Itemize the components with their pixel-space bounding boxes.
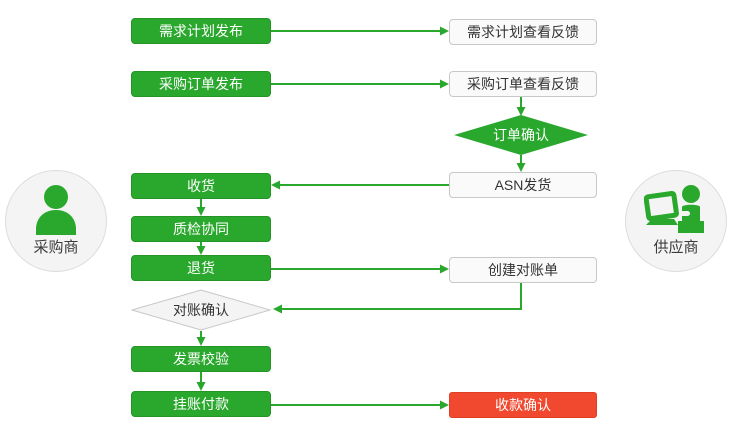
- node-demand-publish: 需求计划发布: [131, 18, 271, 44]
- connector-receive-down: [196, 199, 206, 216]
- node-payment: 挂账付款: [131, 391, 271, 417]
- connector-asn-receive: [271, 180, 449, 190]
- supplier-actor: 供应商: [625, 170, 727, 272]
- connector-po-feedback-down: [516, 97, 526, 116]
- connector-recon-down: [196, 331, 206, 346]
- node-create-statement: 创建对账单: [449, 257, 597, 283]
- connector-statement-recon: [273, 283, 522, 314]
- supplier-laptop-person-icon: [644, 185, 704, 233]
- order-confirm-label: 订单确认: [493, 127, 549, 143]
- connector-po: [271, 79, 449, 89]
- order-diamond-shape: [454, 115, 588, 155]
- supplier-label: 供应商: [653, 239, 699, 256]
- node-quality-check: 质检协同: [131, 216, 271, 242]
- buyer-label: 采购商: [33, 239, 79, 256]
- node-receipt-confirm: 收款确认: [449, 392, 597, 418]
- node-asn-ship: ASN发货: [449, 172, 597, 198]
- buyer-actor: 采购商: [5, 170, 107, 272]
- connector-return-statement: [271, 264, 449, 274]
- node-receive: 收货: [131, 173, 271, 199]
- connector-quality-down: [196, 242, 206, 255]
- node-return-goods: 退货: [131, 255, 271, 281]
- connector-payment-receipt: [271, 400, 449, 410]
- node-po-feedback: 采购订单查看反馈: [449, 71, 597, 97]
- connector-invoice-down: [196, 372, 206, 391]
- recon-confirm-label: 对账确认: [173, 302, 229, 318]
- buyer-person-icon: [36, 185, 76, 235]
- node-po-publish: 采购订单发布: [131, 71, 271, 97]
- recon-diamond-shape: [131, 289, 271, 331]
- node-demand-feedback: 需求计划查看反馈: [449, 19, 597, 45]
- node-order-confirm: 订单确认: [454, 115, 588, 155]
- connector-order-confirm-down: [516, 155, 526, 172]
- node-recon-confirm: 对账确认: [131, 289, 271, 331]
- node-invoice-check: 发票校验: [131, 346, 271, 372]
- connector-demand: [271, 26, 449, 36]
